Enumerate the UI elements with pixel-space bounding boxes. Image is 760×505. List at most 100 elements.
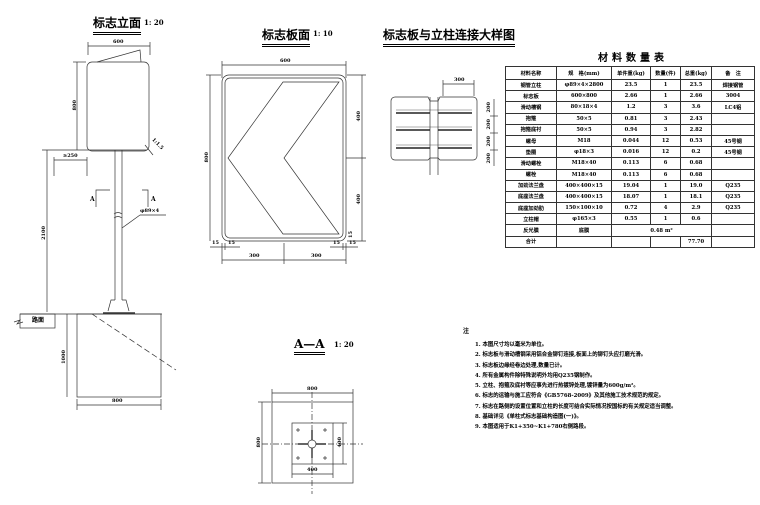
table-cell: 螺母 xyxy=(505,134,557,148)
table-cell: Q235 xyxy=(711,190,755,204)
table-cell xyxy=(711,157,755,170)
table-cell: 底膜 xyxy=(556,224,612,237)
table-cell: LC4铝 xyxy=(711,101,755,114)
header-cell: 数量(件) xyxy=(650,66,681,80)
table-cell: 垫圈 xyxy=(505,146,557,159)
table-cell: 0.2 xyxy=(680,146,712,159)
table-cell: 2.82 xyxy=(680,123,712,136)
table-cell: 77.70 xyxy=(680,235,712,248)
table-cell: 400×400×15 xyxy=(556,190,612,204)
table-cell: 抱箍 xyxy=(505,112,557,125)
table-cell: 1 xyxy=(650,78,681,92)
face-scale: 1: 10 xyxy=(313,29,333,38)
table-cell: 加劲法兰盘 xyxy=(505,179,557,192)
table-cell: 钢管立柱 xyxy=(505,78,557,92)
materials-table: 材料名称 规 格(mm) 单件重(kg) 数量(件) 总重(kg) 备 注 钢管… xyxy=(505,66,755,248)
table-cell xyxy=(711,123,755,136)
table-cell xyxy=(711,224,755,237)
table-cell: 滑动槽钢 xyxy=(505,101,557,114)
header-cell: 备 注 xyxy=(711,66,755,80)
table-cell: 45号钢 xyxy=(711,134,755,148)
table-cell xyxy=(711,213,755,226)
table-cell: 标志板 xyxy=(505,90,557,103)
table-cell: φ18×3 xyxy=(556,146,612,159)
table-cell: 12 xyxy=(650,134,681,148)
table-cell: 19.0 xyxy=(680,179,712,192)
slope-line xyxy=(91,313,177,371)
table-header-row: 材料名称 规 格(mm) 单件重(kg) 数量(件) 总重(kg) 备 注 xyxy=(505,66,755,80)
section-plate-height-label: 400 xyxy=(337,437,343,448)
section-aa-drawing xyxy=(258,389,363,494)
stiffener-right xyxy=(122,299,130,312)
table-cell: 底座法兰盘 xyxy=(505,190,557,204)
table-cell: 3.6 xyxy=(680,101,712,114)
table-cell: 6 xyxy=(650,168,681,181)
elevation-offset-label: ≥250 xyxy=(63,153,78,159)
table-cell: 3 xyxy=(650,112,681,125)
elevation-scale: 1: 20 xyxy=(144,18,164,27)
section-mark-left xyxy=(95,189,110,207)
table-cell: 1 xyxy=(650,90,681,103)
sign-top-slant xyxy=(96,49,142,63)
section-outer-width-label: 800 xyxy=(307,386,318,392)
sign-inner-border xyxy=(224,77,344,239)
table-cell xyxy=(611,235,651,248)
table-cell: M18×40 xyxy=(556,168,612,181)
table-cell: 0.68 xyxy=(680,168,712,181)
table-cell: M18×40 xyxy=(556,157,612,170)
table-cell: 1 xyxy=(650,190,681,204)
connection-top-label: 300 xyxy=(454,77,465,83)
header-cell: 总重(kg) xyxy=(680,66,712,80)
note-item: 9. 本图适用于K1+350~K1+780右侧路段。 xyxy=(475,424,590,431)
table-cell: 反光膜 xyxy=(505,224,557,237)
table-cell: Q235 xyxy=(711,179,755,192)
table-cell: 12 xyxy=(650,146,681,159)
table-cell: 0.81 xyxy=(611,112,651,125)
connection-spacing-4: 200 xyxy=(486,153,492,164)
leader-line xyxy=(121,214,141,229)
table-cell: Q235 xyxy=(711,202,755,215)
table-cell: 19.04 xyxy=(611,179,651,192)
break-symbol xyxy=(13,319,24,325)
section-aa-title: A—A xyxy=(294,337,325,355)
table-cell: 0.6 xyxy=(680,213,712,226)
connection-spacing-2: 200 xyxy=(486,119,492,130)
sign-panel-outline xyxy=(86,61,150,152)
table-cell: 400×400×15 xyxy=(556,179,612,192)
table-cell: 50×5 xyxy=(556,123,612,136)
table-cell: 45号钢 xyxy=(711,146,755,159)
section-mark-right xyxy=(142,189,149,207)
table-cell xyxy=(711,168,755,181)
table-cell: 0.53 xyxy=(680,134,712,148)
face-title: 标志板面 xyxy=(262,26,311,47)
header-cell: 材料名称 xyxy=(505,66,557,80)
face-height-label: 800 xyxy=(204,152,210,163)
elevation-title: 标志立面 xyxy=(93,14,142,35)
table-cell: 2.66 xyxy=(680,90,712,103)
foundation-depth-label: 1000 xyxy=(61,350,67,364)
table-cell: 1 xyxy=(650,213,681,226)
face-corner-label: 15 xyxy=(348,231,354,238)
note-item: 2. 标志板与滑动槽钢采用铝合金铆钉连接,板面上的铆钉头应打磨光滑。 xyxy=(475,352,647,359)
table-cell xyxy=(711,235,755,248)
face-margin-l2-label: 15 xyxy=(228,240,235,246)
connection-title: 标志板与立柱连接大样图 xyxy=(383,26,516,47)
note-item: 3. 标志板边缘经卷边处理,数量已计。 xyxy=(475,362,566,369)
section-outer-height-label: 800 xyxy=(256,437,262,448)
post-spec-label: φ89×4 xyxy=(140,208,160,214)
table-cell: M18 xyxy=(556,134,612,148)
note-item: 1. 本图尺寸均以毫米为单位。 xyxy=(475,342,548,348)
section-mark-right-label: A xyxy=(151,196,156,203)
table-cell: 0.113 xyxy=(611,168,651,181)
chevron-symbol xyxy=(227,81,340,235)
table-cell: 0.016 xyxy=(611,146,651,159)
